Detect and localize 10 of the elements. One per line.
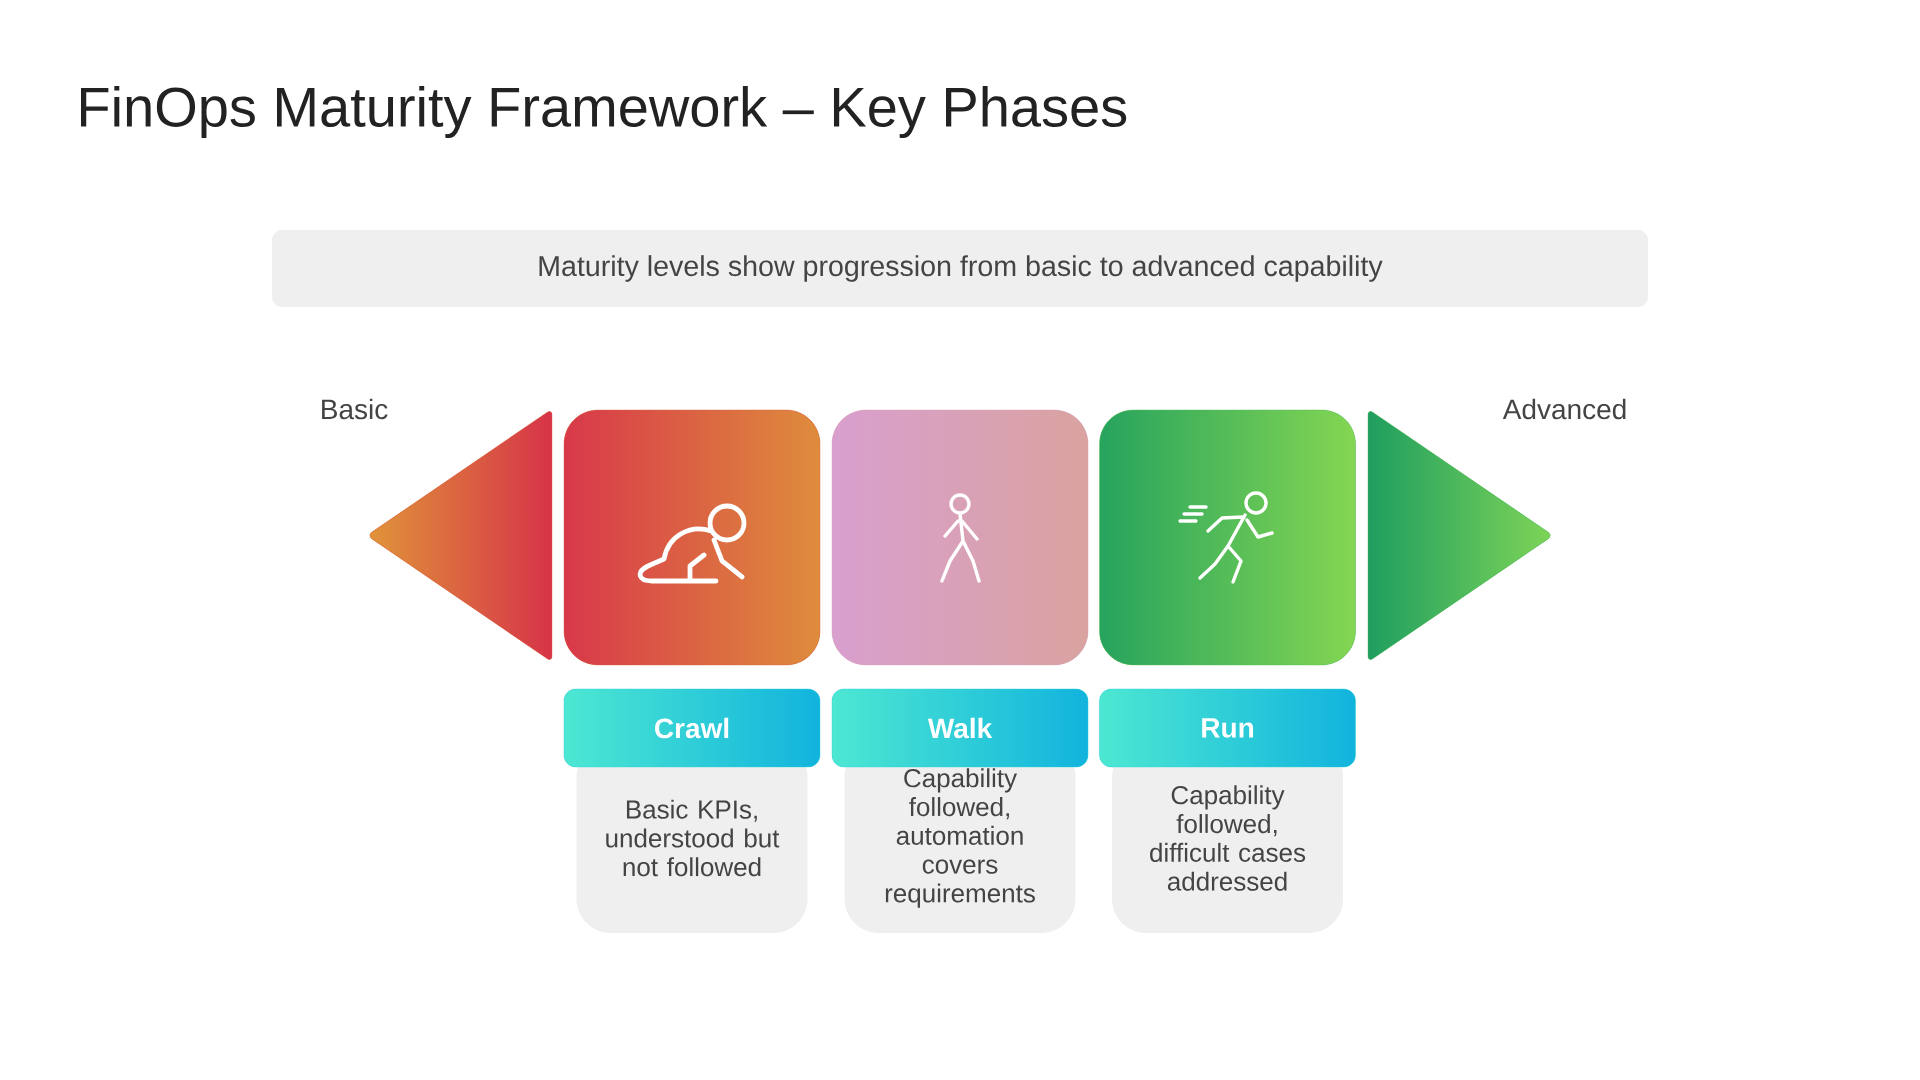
title: FinOps Maturity Framework – Key Phases (81, 85, 1127, 139)
scale-label: Basic (322, 398, 388, 420)
icon-tile (831, 409, 1089, 666)
phase-tab: Crawl (563, 688, 821, 768)
scale-label: Advanced (1502, 398, 1626, 420)
icon-tile (563, 409, 821, 666)
phase-tab: Run (1099, 688, 1356, 768)
icon-tile (1099, 409, 1356, 666)
phase-tab: Walk (831, 688, 1089, 768)
banner-box: Maturity levels show progression from basic to advanced capability (272, 230, 1648, 307)
